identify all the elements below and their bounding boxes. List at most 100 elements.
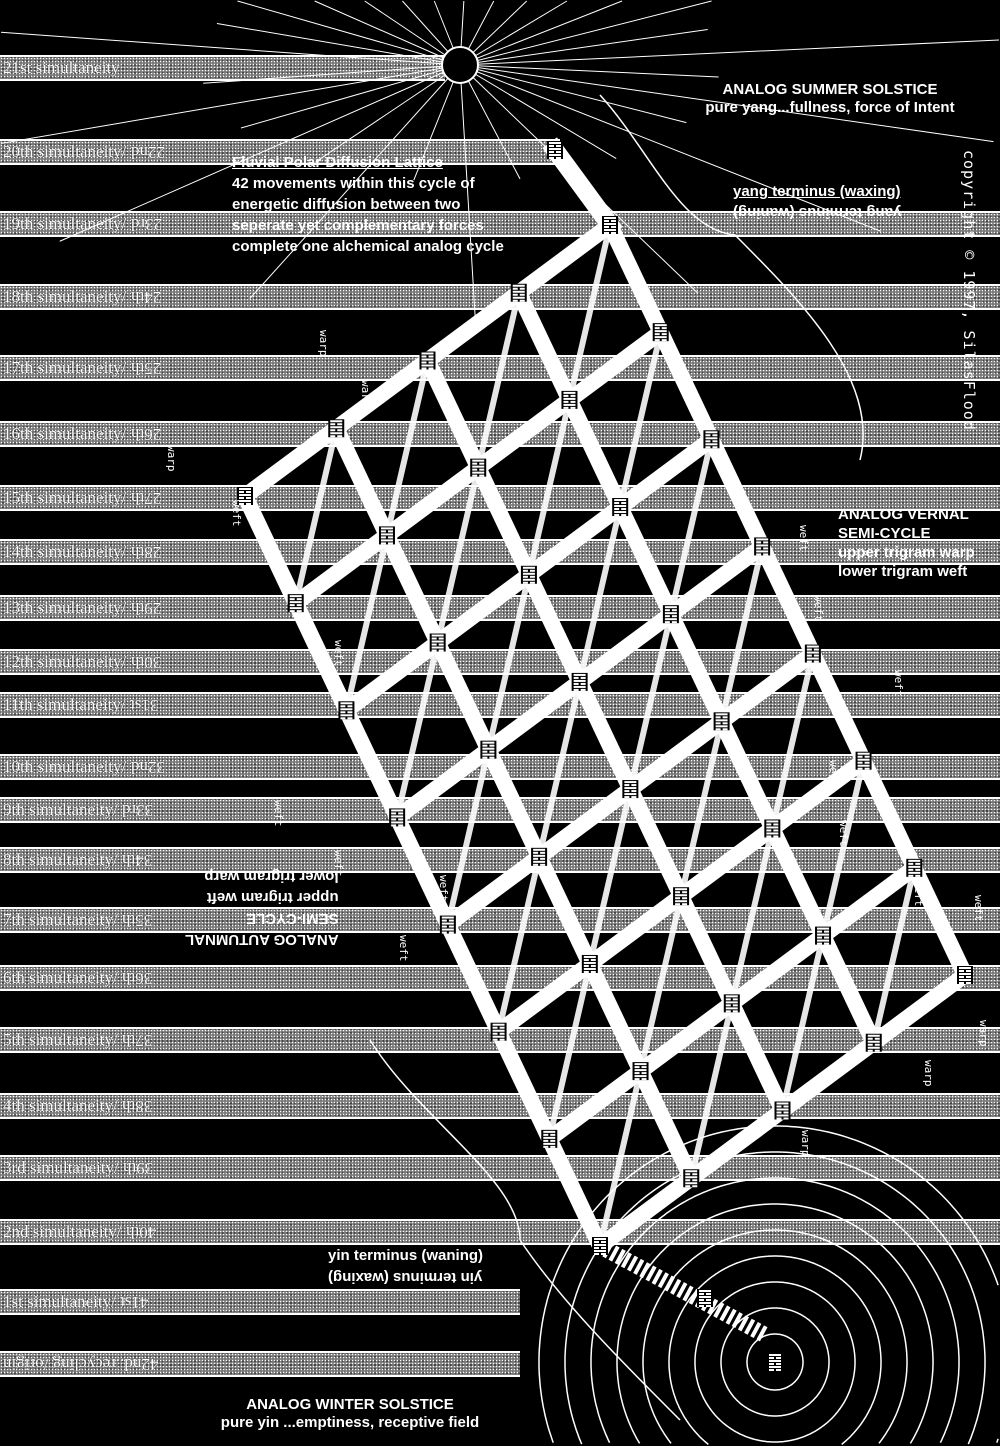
hexagram-line: [522, 575, 528, 578]
hexagram-line: [776, 1111, 782, 1114]
hexagram-line: [604, 226, 609, 228]
hexagram-line: [624, 790, 630, 793]
hexagram-line: [239, 497, 244, 499]
hexagram-line: [543, 1130, 556, 1133]
hexagram-line: [522, 566, 535, 569]
simultaneity-band: 20th simultaneity/ 22nd: [0, 139, 560, 165]
hexagram-line: [296, 598, 302, 601]
hexagram-line: [682, 897, 688, 900]
hexagram-line: [631, 796, 637, 799]
band-label-text: 10th simultaneity/: [3, 757, 131, 776]
hexagram-line: [604, 220, 609, 222]
hexagram-line: [549, 142, 561, 144]
hexagram-line: [421, 358, 434, 361]
hexagram-line: [766, 826, 779, 829]
hexagram-line: [529, 569, 535, 572]
sun-ray: [0, 64, 461, 144]
hexagram-line: [246, 503, 251, 505]
sun-ray: [203, 64, 461, 84]
hexagram-line: [387, 542, 393, 545]
hexagram-line: [563, 397, 576, 400]
sun-ray: [216, 22, 461, 66]
hexagram-line: [624, 793, 637, 796]
hexagram-line: [492, 1029, 505, 1032]
lattice-strand: [511, 289, 881, 1047]
hexagram-line: [583, 964, 589, 967]
band-label: 5th simultaneity/ 37th: [3, 1030, 152, 1050]
vernal-2: SEMI-CYCLE: [838, 525, 931, 542]
simultaneity-band: 19th simultaneity/ 23rd: [0, 211, 1000, 237]
band-label: 1st simultaneity/ 41st: [3, 1292, 148, 1312]
hexagram-line: [489, 750, 495, 753]
hexagram-line: [712, 446, 718, 449]
hexagram-line: [766, 829, 772, 832]
band-label-text: 1st simultaneity/: [3, 1292, 121, 1311]
simultaneity-band: 3rd simultaneity/ 39th: [0, 1155, 1000, 1181]
concentric-ring: [590, 1177, 960, 1444]
hexagram-line: [675, 888, 688, 891]
hexagram-line: [671, 621, 677, 624]
hexagram-line: [874, 1049, 880, 1052]
hexagram-line: [675, 897, 681, 900]
autumnal-3: upper trigram weft: [206, 889, 339, 906]
hexagram-line: [857, 752, 870, 755]
hexagram-line: [614, 502, 620, 505]
lattice-desc-2: energetic diffusion between two: [232, 196, 461, 213]
hexagram-line: [624, 796, 630, 799]
hexagram-line: [391, 815, 404, 818]
hexagram-line: [330, 420, 343, 423]
lattice-strand: [237, 492, 608, 1250]
band-label-text: 6th simultaneity/: [3, 968, 122, 987]
hexagram-line: [915, 874, 921, 877]
hexagram-line: [441, 928, 454, 931]
band-label-text: 12th simultaneity/: [3, 652, 131, 671]
hexagram-line: [330, 432, 343, 435]
hexagram-line: [239, 494, 251, 496]
lattice-strand: [329, 424, 699, 1182]
hexagram-line: [398, 818, 404, 821]
hexagram-line: [661, 333, 667, 336]
band-label-text: 19th simultaneity/: [3, 214, 131, 233]
band-label-text: 15th simultaneity/: [3, 488, 131, 507]
hexagram-line: [563, 391, 576, 394]
lattice-strand: [602, 221, 973, 979]
hexagram-line: [448, 919, 454, 922]
hexagram-line: [783, 1117, 789, 1120]
hexagram-line: [570, 400, 576, 403]
hexagram-line: [421, 355, 427, 358]
lattice-cross-strand: [495, 856, 543, 1033]
hexagram-line: [556, 151, 561, 153]
hexagram-line: [533, 851, 539, 854]
hexagram-line: [654, 330, 667, 333]
band-label-text: 13th simultaneity/: [3, 598, 131, 617]
hexagram-line: [908, 859, 921, 862]
hexagram-line: [428, 355, 434, 358]
hexagram-line: [441, 919, 447, 922]
concentric-ring: [746, 1333, 804, 1391]
weft-label: weft: [230, 500, 243, 527]
hexagram-line: [817, 930, 823, 933]
vernal-3: upper trigram warp: [838, 544, 975, 561]
hexagram-line: [573, 673, 586, 676]
simultaneity-band: 42nd..recycling /origin: [0, 1351, 520, 1377]
hexagram-line: [543, 1136, 556, 1139]
lattice-desc-3: seperate yet complementary forces: [232, 217, 484, 234]
hexagram-line: [499, 1038, 505, 1041]
lattice-cross-strand: [627, 613, 674, 790]
yin-terminus-waxing: yin terminus (waxing): [328, 1269, 483, 1286]
hexagram-line: [706, 1299, 711, 1301]
lattice-cross-strand: [820, 760, 867, 937]
hexagram-line: [289, 601, 302, 604]
hexagram-line: [431, 634, 444, 637]
lattice-cross-strand: [536, 681, 583, 858]
hexagram-line: [492, 1026, 498, 1029]
band-label: 18th simultaneity/ 24th: [3, 287, 161, 307]
band-label-text: 17th simultaneity/: [3, 358, 131, 377]
hexagram-line: [563, 403, 576, 406]
hexagram-line: [482, 741, 495, 744]
hexagram-line: [699, 1302, 711, 1304]
hexagram-line: [398, 824, 404, 827]
hexagram-line: [431, 646, 444, 649]
hexagram-line: [867, 1049, 873, 1052]
hexagram-line: [380, 536, 386, 539]
